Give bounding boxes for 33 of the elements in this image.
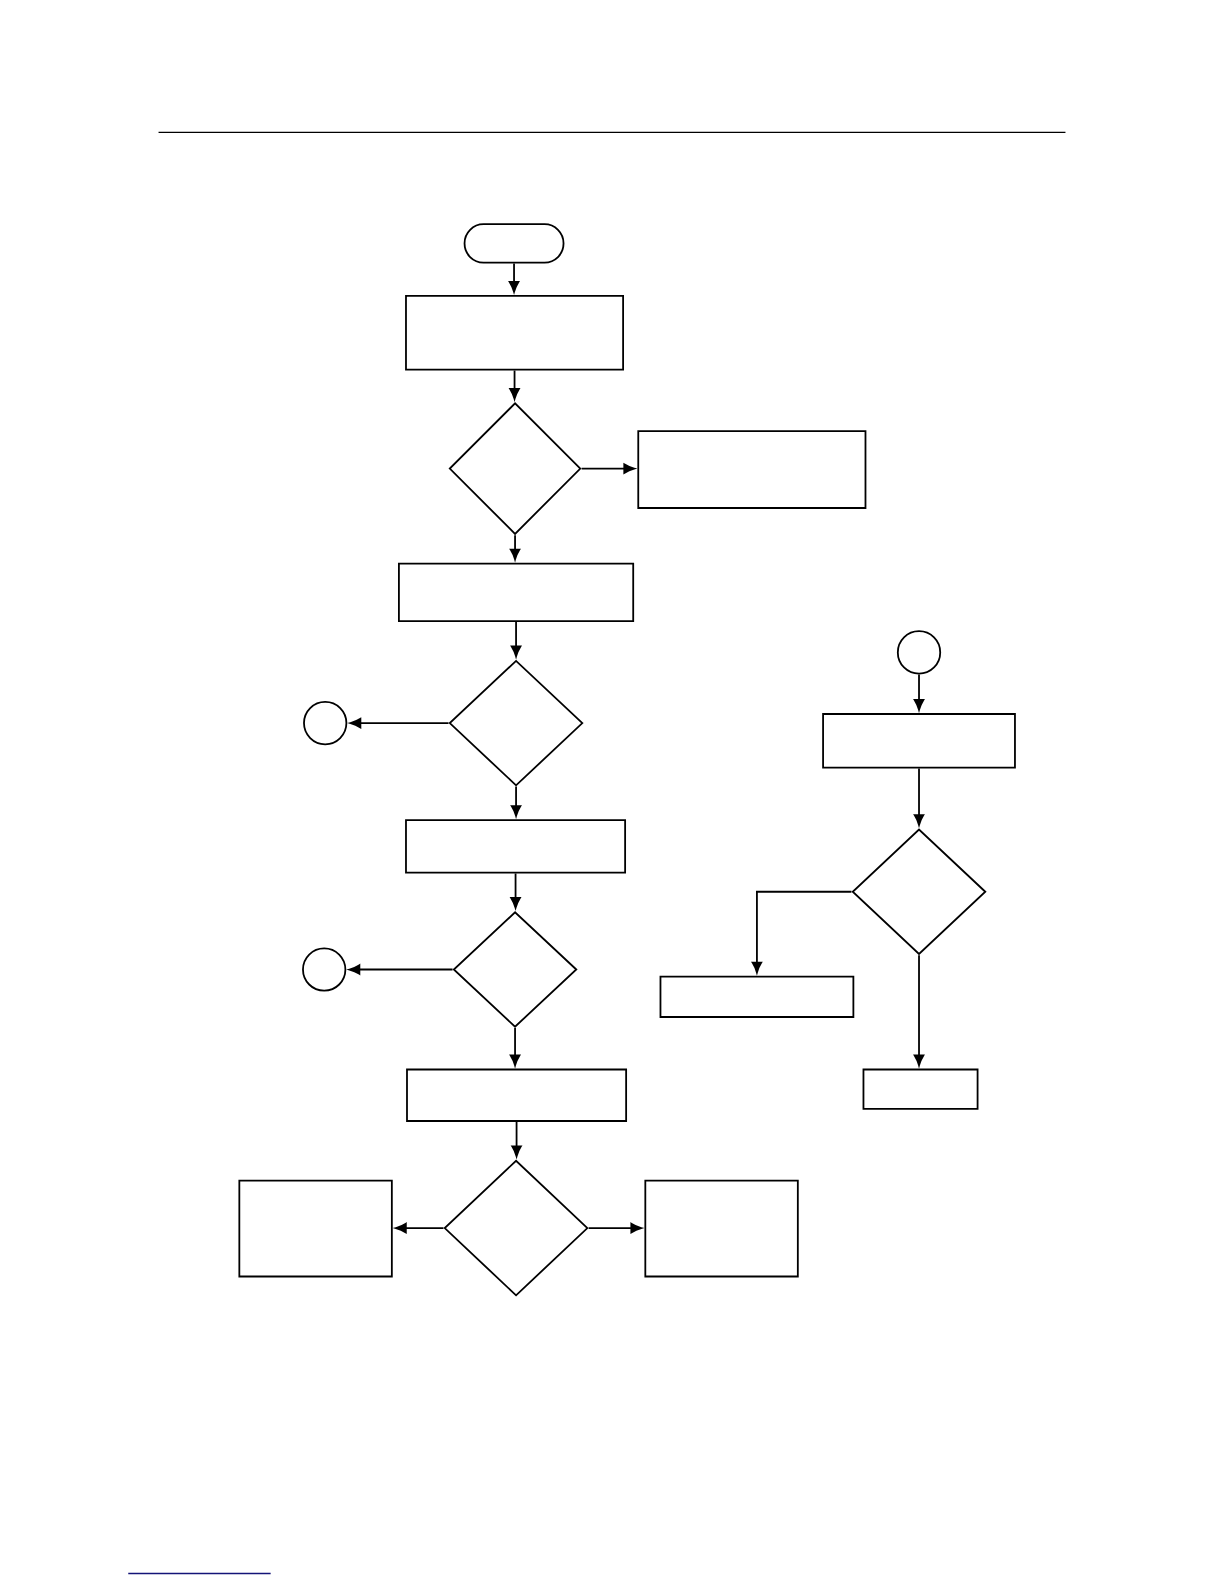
decision-diamond: [452, 911, 578, 1028]
connector-circle: [896, 630, 942, 675]
arrow: [913, 767, 925, 826]
process-box: [405, 819, 626, 874]
process-box: [822, 713, 1016, 769]
arrow: [510, 785, 522, 817]
arrow: [508, 262, 520, 293]
arrow: [587, 1222, 643, 1234]
arrow: [913, 954, 925, 1067]
arrow: [511, 1121, 522, 1158]
arrow: [510, 872, 521, 909]
arrow: [913, 673, 925, 711]
process-box: [238, 1179, 393, 1278]
process-box: [406, 1068, 628, 1122]
process-box: [659, 975, 855, 1018]
arrow: [509, 534, 521, 561]
arrow: [509, 1027, 521, 1067]
arrow: [348, 964, 454, 975]
connector-circle: [302, 947, 347, 992]
process-box: [637, 430, 867, 509]
arrow: [395, 1222, 445, 1234]
arrow: [580, 463, 635, 474]
arrow: [510, 621, 522, 658]
process-box: [405, 295, 624, 371]
process-box: [862, 1068, 979, 1110]
arrow: [349, 717, 450, 729]
arrow: [509, 369, 520, 400]
process-box: [644, 1179, 799, 1278]
decision-diamond: [443, 1159, 589, 1297]
decision-diamond: [448, 659, 584, 787]
process-box: [398, 562, 635, 622]
connector-circle: [303, 701, 348, 746]
arrow: [751, 890, 853, 974]
